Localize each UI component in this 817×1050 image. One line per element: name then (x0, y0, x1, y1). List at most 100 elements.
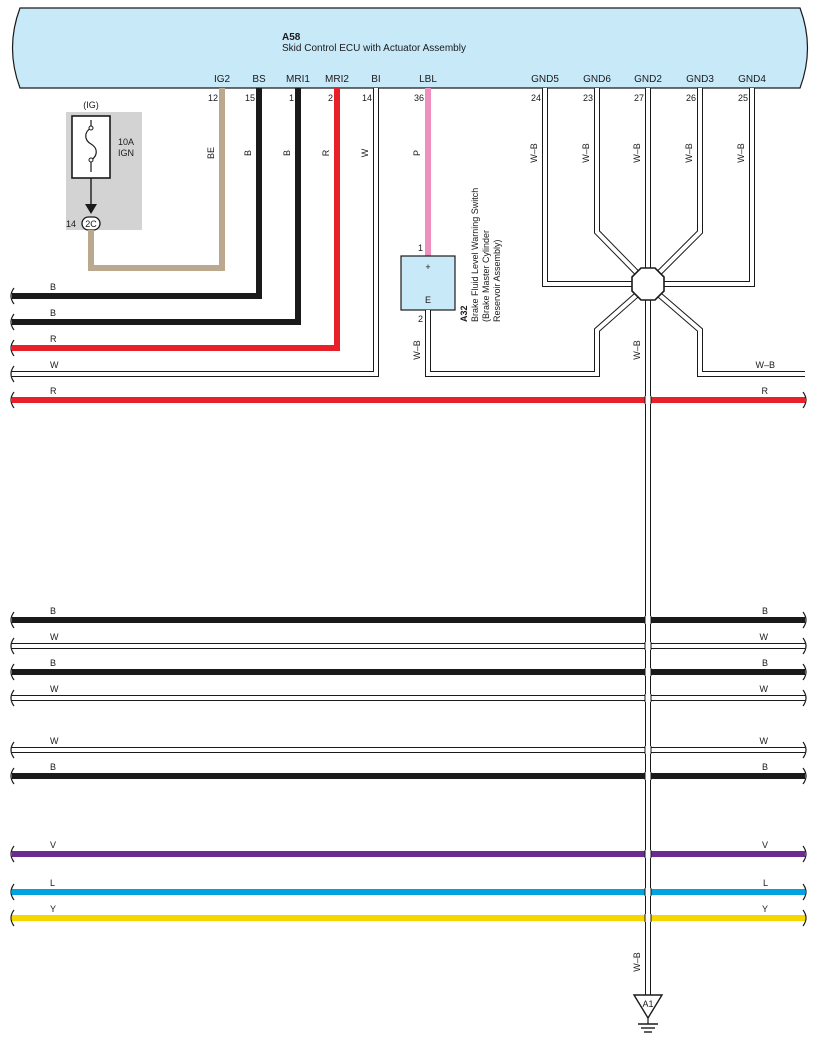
pin-num-bi: 14 (362, 93, 372, 103)
through-wire-left-label: Y (50, 904, 56, 914)
break-mark-left (10, 637, 15, 655)
pin-num-lbl: 36 (414, 93, 424, 103)
left-wire-labels: B B R W (50, 282, 59, 370)
through-wire-right-label: B (762, 606, 768, 616)
wire-label-gnd6: W–B (581, 143, 591, 163)
switch-pin-top: 1 (418, 243, 423, 253)
break-mark-left (10, 741, 15, 759)
pin-num-gnd4: 25 (738, 93, 748, 103)
pin-name-gnd6: GND6 (583, 74, 611, 85)
break-mark-right (802, 845, 807, 863)
break-mark-right (802, 767, 807, 785)
through-wire-right-label: L (763, 878, 768, 888)
through-wire-left-label: L (50, 878, 55, 888)
pin-num-gnd2: 27 (634, 93, 644, 103)
switch-code: A32 (459, 305, 469, 322)
wire-label-gnd2: W–B (632, 143, 642, 163)
left-wire-label: W (50, 360, 59, 370)
fuse-circuit-label: (IG) (83, 100, 99, 110)
pin-name-lbl: LBL (419, 74, 437, 85)
wire-bi (12, 88, 378, 376)
through-wire-left-label: V (50, 840, 56, 850)
pin-name-mri2: MRI2 (325, 74, 349, 85)
wire-crossover (645, 642, 651, 650)
fuse-rating: 10A (118, 137, 134, 147)
ground-triangle-icon (632, 994, 664, 1020)
pin-num-mri2: 2 (328, 93, 333, 103)
fuse-name: IGN (118, 148, 134, 158)
brake-fluid-switch: 1 + E 2 A32 Brake Fluid Level Warning Sw… (400, 188, 502, 324)
switch-out-wire-label: W–B (412, 340, 422, 360)
ground-point: W–B A1 (632, 952, 664, 1033)
wire-crossover (645, 914, 651, 922)
wire-label-mri2: R (321, 149, 331, 156)
wire-mri1 (12, 88, 301, 325)
wire-crossover (645, 616, 651, 624)
pin-num-gnd5: 24 (531, 93, 541, 103)
through-wire-right-label: W (760, 684, 769, 694)
pin-name-bi: BI (371, 74, 380, 85)
wire-crossover (645, 396, 651, 404)
break-mark-right (802, 883, 807, 901)
break-mark-right (802, 391, 807, 409)
wire-label-bs: B (243, 150, 253, 156)
switch-name-1: Brake Fluid Level Warning Switch (470, 188, 480, 322)
ecu-code: A58 (282, 32, 301, 43)
vertical-wire-labels: BE B B R W P W–B W–B W–B W–B W–B (206, 143, 746, 163)
pin-name-gnd3: GND3 (686, 74, 714, 85)
through-wire-left-label: W (50, 632, 59, 642)
break-mark-right (802, 741, 807, 759)
through-wire-left-label: R (50, 386, 57, 396)
wire-label-gnd5: W–B (529, 143, 539, 163)
wire-label-gnd3: W–B (684, 143, 694, 163)
wire-bs (12, 88, 262, 299)
pin-name-bs: BS (252, 74, 266, 85)
break-marks (10, 287, 15, 383)
through-wire-left-label: B (50, 658, 56, 668)
ground-wire-label: W–B (632, 952, 642, 972)
wire-label-bi: W (360, 148, 370, 157)
break-mark-right (802, 637, 807, 655)
fuse-block: (IG) 10A IGN 2C 14 (66, 100, 142, 231)
wire-crossover (645, 888, 651, 896)
left-wire-label: B (50, 282, 56, 292)
wire-label-mri1: B (282, 150, 292, 156)
break-mark-left (10, 391, 15, 409)
through-wire-left-label: W (50, 736, 59, 746)
ecu-block: A58 Skid Control ECU with Actuator Assem… (11, 7, 809, 89)
through-wire-left-label: B (50, 606, 56, 616)
wire-mri2 (12, 88, 340, 351)
switch-icon (400, 255, 456, 311)
switch-terminal-bottom: E (425, 295, 431, 305)
splice-junction-icon (631, 267, 665, 301)
connector-arrow-icon (85, 204, 97, 214)
pin-name-gnd5: GND5 (531, 74, 559, 85)
connector-pin: 14 (66, 219, 76, 229)
pin-name-mri1: MRI1 (286, 74, 310, 85)
switch-name-3: Reservoir Assembly) (492, 239, 502, 322)
left-wire-label: B (50, 308, 56, 318)
break-mark-right (802, 663, 807, 681)
ecu-name: Skid Control ECU with Actuator Assembly (282, 43, 466, 54)
through-wire-right-label: W (760, 736, 769, 746)
wire-crossover (645, 746, 651, 754)
through-wire-left-label: B (50, 762, 56, 772)
break-mark-left (10, 845, 15, 863)
pin-num-ig2: 12 (208, 93, 218, 103)
break-mark-left (10, 767, 15, 785)
switch-pin-bottom: 2 (418, 314, 423, 324)
break-mark-left (10, 611, 15, 629)
break-mark-left (10, 909, 15, 927)
ground-code: A1 (642, 999, 653, 1009)
wire-label-ig2: BE (206, 147, 216, 159)
ground-wires: W–B W–B W–B (412, 88, 805, 995)
pin-num-mri1: 1 (289, 93, 294, 103)
through-wire-left-label: W (50, 684, 59, 694)
wire-label-lbl: P (412, 150, 422, 156)
through-wire-right-label: Y (762, 904, 768, 914)
break-mark-right (802, 689, 807, 707)
gnd2-down-wire-label: W–B (632, 340, 642, 360)
through-wire-right-label: W (760, 632, 769, 642)
